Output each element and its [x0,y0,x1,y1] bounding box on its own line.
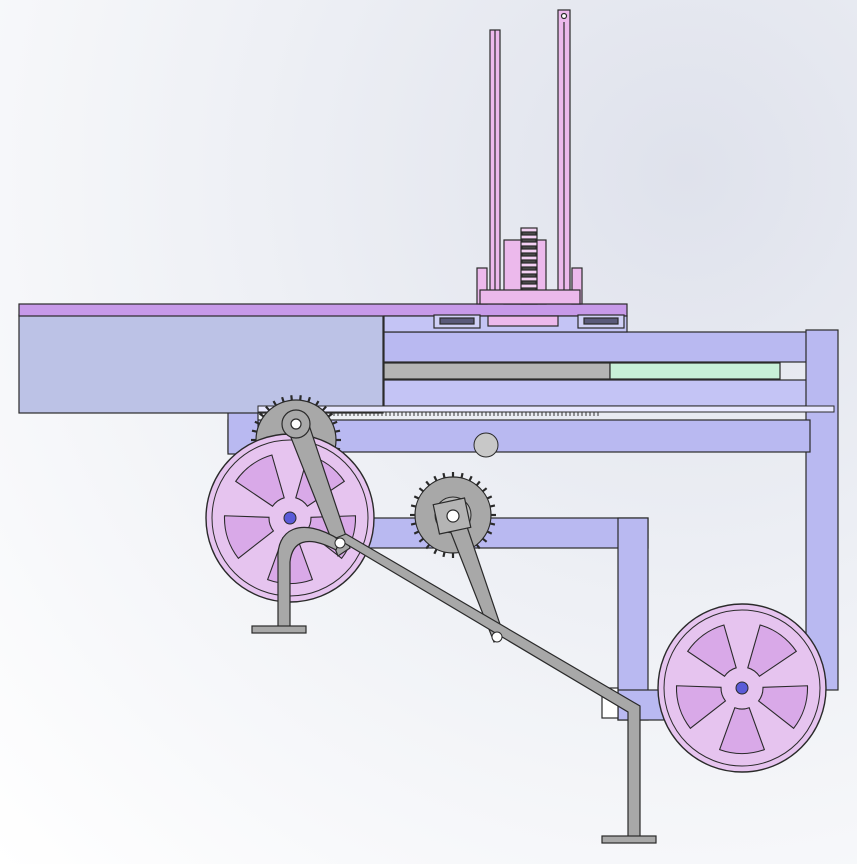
rear-wheel [657,603,827,773]
pivot-pins [334,537,503,643]
rack-column [476,227,583,305]
crank-arm [281,409,505,643]
lower-housing [18,314,384,414]
top-plate [18,303,628,333]
mast-right [557,9,571,293]
leg-rear [334,533,641,841]
foot-rear [601,835,657,844]
foot-front [251,625,307,634]
rack-strip [257,405,835,416]
sprocket-mid [473,432,499,458]
mast-left [489,29,501,293]
